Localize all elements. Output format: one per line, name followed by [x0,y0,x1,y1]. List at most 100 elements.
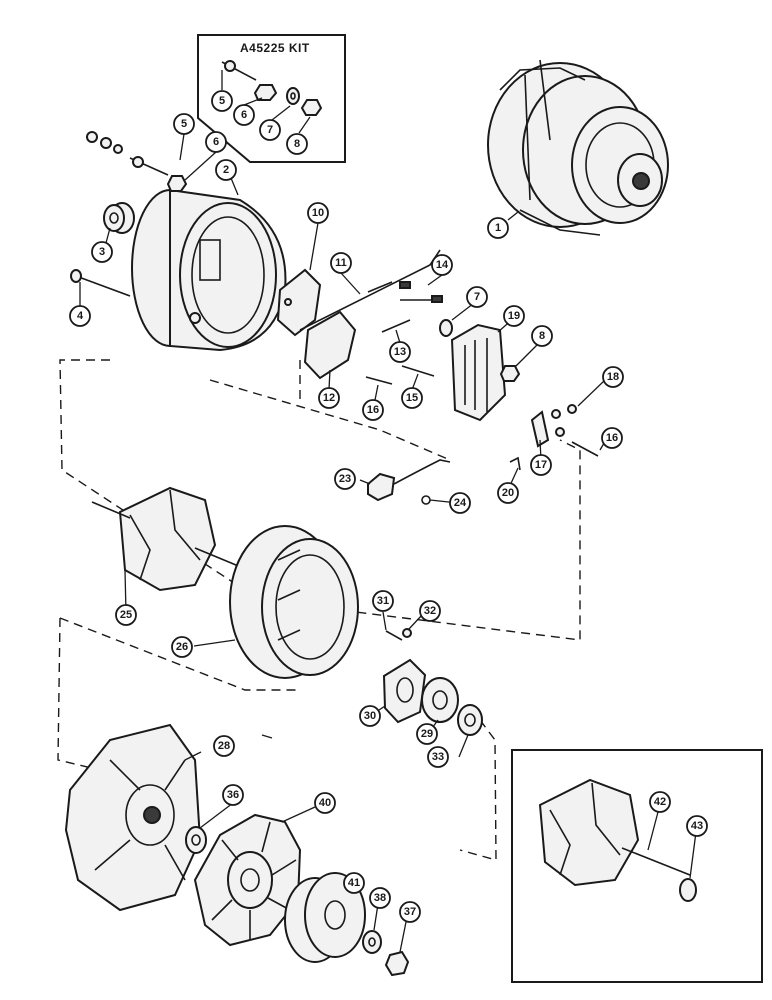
callout-31: 31 [372,590,394,612]
pulley [284,872,366,963]
svg-text:40: 40 [319,797,331,809]
callout-28: 28 [213,735,235,757]
svg-text:43: 43 [691,820,703,832]
callout-15: 15 [401,387,423,409]
svg-text:11: 11 [335,257,347,269]
callout-24: 24 [449,492,471,514]
callout-7-kit: 7 [259,119,281,141]
front-bearing-group [382,628,483,736]
svg-text:14: 14 [436,259,449,271]
callout-8-kit: 8 [286,133,308,155]
small-hardware [365,319,599,471]
callout-6-kit: 6 [233,104,255,126]
through-bolt [70,269,131,297]
callout-18: 18 [602,366,624,388]
svg-text:12: 12 [323,392,335,404]
callout-26: 26 [171,636,193,658]
rear-housing [131,188,287,352]
svg-text:19: 19 [508,310,520,322]
callout-41: 41 [343,872,365,894]
svg-text:33: 33 [432,751,444,763]
callout-38: 38 [369,887,391,909]
svg-text:6: 6 [241,109,247,121]
callout-37: 37 [399,901,421,923]
kit-inset-box: A45225 KIT [197,34,346,163]
svg-text:4: 4 [77,310,84,322]
svg-text:23: 23 [339,473,351,485]
rotor [91,486,249,592]
svg-text:38: 38 [374,892,386,904]
svg-text:18: 18 [607,371,619,383]
callout-8: 8 [531,325,553,347]
callout-25: 25 [115,604,137,626]
kit-bolt [221,60,257,81]
callout-32: 32 [419,600,441,622]
svg-text:7: 7 [267,124,273,136]
svg-text:28: 28 [218,740,230,752]
callout-43: 43 [686,815,708,837]
svg-text:25: 25 [120,609,132,621]
callout-5: 5 [173,113,195,135]
svg-text:13: 13 [394,346,406,358]
alternator-assembly [487,59,669,236]
svg-text:5: 5 [219,95,225,107]
svg-text:41: 41 [348,877,360,889]
callout-12: 12 [318,387,340,409]
callout-6: 6 [205,131,227,153]
callout-4: 4 [69,305,91,327]
svg-text:1: 1 [495,222,501,234]
callout-20: 20 [497,482,519,504]
svg-text:7: 7 [474,291,480,303]
callout-36: 36 [222,784,244,806]
kit-washer [286,87,300,105]
pulley-hardware [362,930,410,977]
callout-11: 11 [330,252,352,274]
svg-text:20: 20 [502,487,514,499]
fan [193,813,302,947]
kit-label: A45225 KIT [240,41,310,55]
callout-14: 14 [431,254,453,276]
callout-16-left: 16 [362,399,384,421]
callout-5-kit: 5 [211,90,233,112]
svg-text:8: 8 [294,138,300,150]
svg-text:26: 26 [176,641,188,653]
svg-text:5: 5 [181,118,187,130]
callout-7: 7 [466,286,488,308]
rotor-inset-box [511,749,763,983]
svg-text:8: 8 [539,330,545,342]
callout-33: 33 [427,746,449,768]
svg-text:3: 3 [99,246,105,258]
kit-nut [253,84,278,101]
svg-text:15: 15 [406,392,418,404]
svg-text:2: 2 [223,164,229,176]
stator [229,525,359,679]
brush-holder-assembly [299,249,443,380]
svg-text:31: 31 [377,595,389,607]
svg-text:24: 24 [454,497,467,509]
svg-text:36: 36 [227,789,239,801]
callout-17: 17 [530,454,552,476]
callout-13: 13 [389,341,411,363]
callout-29: 29 [416,723,438,745]
spacer [185,826,207,854]
rectifier-bridge [450,323,507,422]
callout-40: 40 [314,792,336,814]
front-housing [64,723,202,912]
svg-text:42: 42 [654,796,666,808]
regulator-lead [367,459,451,505]
svg-text:6: 6 [213,136,219,148]
rear-bearing [103,202,135,234]
svg-text:16: 16 [606,432,618,444]
callout-3: 3 [91,241,113,263]
svg-text:16: 16 [367,404,379,416]
kit-locknut [300,99,323,116]
brush-cover [276,268,322,337]
callout-23: 23 [334,468,356,490]
svg-text:30: 30 [364,710,376,722]
callout-30: 30 [359,705,381,727]
callout-1: 1 [487,217,509,239]
callout-19: 19 [503,305,525,327]
callouts: 5 6 7 8 1 2 3 4 5 6 10 11 12 13 14 15 16… [69,90,708,923]
svg-text:32: 32 [424,605,436,617]
